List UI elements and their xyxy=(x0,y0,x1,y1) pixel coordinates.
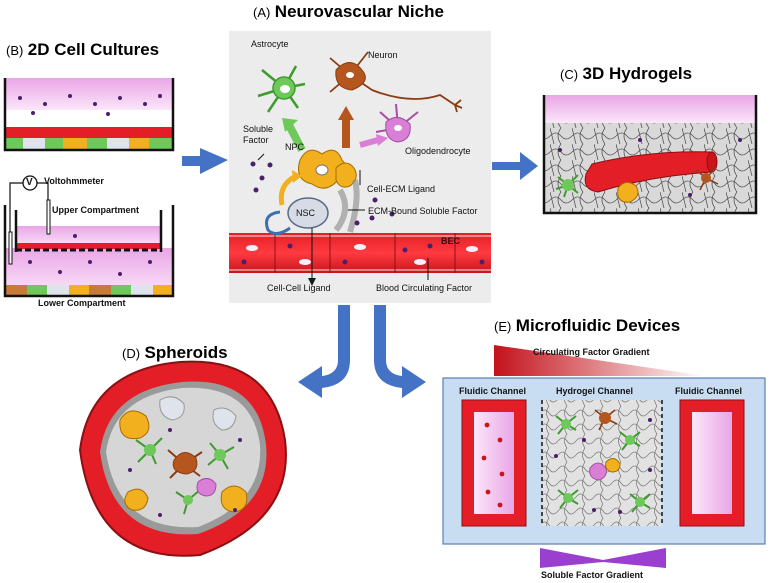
panel-c-3d-hydrogels xyxy=(542,95,758,215)
label-circulating-factor-gradient: Circulating Factor Gradient xyxy=(533,347,650,357)
label-fluidic-channel-left: Fluidic Channel xyxy=(459,386,527,396)
panel-c-title: (C) 3D Hydrogels xyxy=(560,64,692,84)
label-nsc: NSC xyxy=(296,208,316,218)
panel-a-title: (A) Neurovascular Niche xyxy=(253,2,444,22)
panel-c-title-text: 3D Hydrogels xyxy=(582,64,693,83)
label-blood-circulating-factor: Blood Circulating Factor xyxy=(376,283,473,293)
panel-a-prefix: (A) xyxy=(253,5,271,20)
panel-e-title: (E) Microfluidic Devices xyxy=(494,316,680,336)
panel-c-prefix: (C) xyxy=(560,67,579,82)
label-neuron: Neuron xyxy=(368,50,398,60)
panel-d-title-text: Spheroids xyxy=(144,343,228,362)
label-cell-cell-ligand: Cell-Cell Ligand xyxy=(267,283,331,293)
panel-e-prefix: (E) xyxy=(494,319,512,334)
panel-d-spheroid xyxy=(78,360,287,557)
label-oligodendrocyte: Oligodendrocyte xyxy=(405,146,471,156)
arrow-left-icon xyxy=(182,148,228,174)
label-soluble-factor-gradient: Soluble Factor Gradient xyxy=(541,570,644,580)
arrow-down-right-icon xyxy=(374,305,426,398)
label-cell-ecm-ligand: Cell-ECM Ligand xyxy=(367,184,436,194)
voltmeter-icon xyxy=(22,175,38,191)
label-voltohmmeter: Voltohmmeter xyxy=(44,176,104,186)
panel-d-title: (D) Spheroids xyxy=(122,343,228,363)
voltmeter-symbol: V xyxy=(26,177,33,188)
panel-b-title: (B) 2D Cell Cultures xyxy=(6,40,159,60)
panel-d-prefix: (D) xyxy=(122,346,141,361)
label-lower-compartment: Lower Compartment xyxy=(38,298,126,308)
panel-a-title-text: Neurovascular Niche xyxy=(274,2,444,21)
label-soluble-factor: Soluble Factor xyxy=(243,124,274,145)
label-ecm-bound-soluble-factor: ECM-Bound Soluble Factor xyxy=(368,206,478,216)
soluble-gradient-icon xyxy=(540,548,666,568)
label-fluidic-channel-right: Fluidic Channel xyxy=(675,386,743,396)
panel-b-title-text: 2D Cell Cultures xyxy=(27,40,160,59)
arrow-down-left-icon xyxy=(298,305,350,398)
label-astrocyte: Astrocyte xyxy=(251,39,289,49)
panel-a-neurovascular-niche xyxy=(229,31,491,303)
panel-b-prefix: (B) xyxy=(6,43,24,58)
label-hydrogel-channel: Hydrogel Channel xyxy=(556,386,634,396)
arrow-right-icon xyxy=(492,152,538,180)
panel-e-microfluidic xyxy=(442,345,766,568)
label-npc: NPC xyxy=(285,142,305,152)
label-upper-compartment: Upper Compartment xyxy=(52,205,140,215)
panel-b-2d-cultures xyxy=(3,78,175,298)
label-bec: BEC xyxy=(441,236,461,246)
circulating-gradient-icon xyxy=(494,345,706,376)
panel-e-title-text: Microfluidic Devices xyxy=(515,316,681,335)
